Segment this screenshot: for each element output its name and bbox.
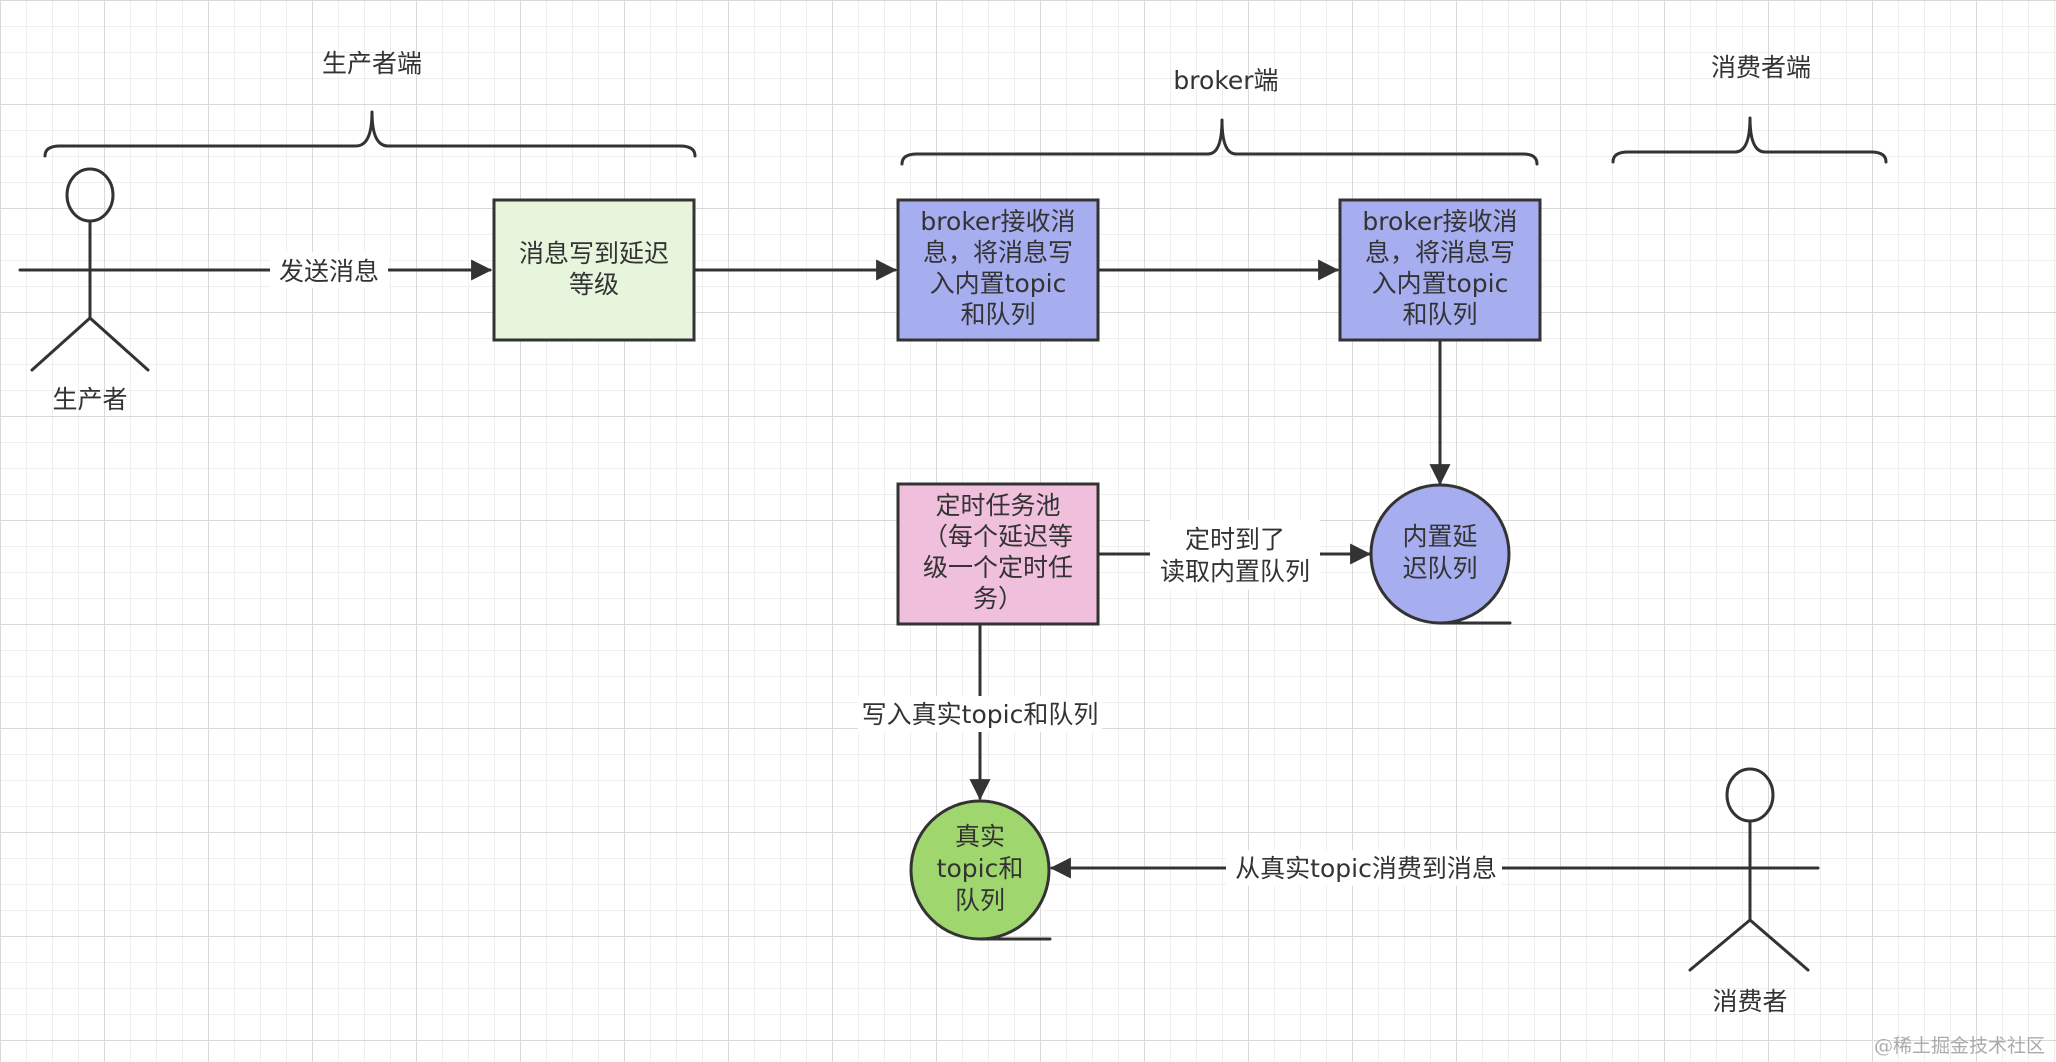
text-line: （每个延迟等: [923, 522, 1073, 551]
node-delay-level-text: 消息写到延迟等级: [519, 239, 669, 299]
text-line: broker接收消: [920, 207, 1075, 236]
edge-label-bg: [270, 252, 388, 288]
consumer-actor-label: 消费者: [1712, 987, 1787, 1016]
text-line: 息，将消息写: [923, 238, 1073, 267]
edge-label-timer-due: 定时到了读取内置队列: [1160, 525, 1310, 586]
node-timer-pool-text: 定时任务池（每个延迟等级一个定时任务）: [923, 491, 1073, 613]
edge-label-bg: [1226, 850, 1502, 886]
text-line: 定时到了: [1185, 525, 1285, 554]
brace-broker: [900, 118, 1539, 166]
text-line: topic和: [937, 854, 1024, 883]
text-line: 消息写到延迟: [519, 239, 669, 268]
edge-label-bg: [858, 696, 1102, 732]
text-line: 内置延: [1402, 522, 1477, 551]
node-real-topic-queue: [909, 799, 1052, 941]
text-line: 读取内置队列: [1160, 557, 1310, 586]
section-label-producer: 生产者端: [322, 49, 422, 78]
producer-actor-icon: [18, 167, 162, 372]
text-line: 务）: [973, 584, 1023, 613]
edge-label-bg: [1150, 520, 1320, 590]
text-line: 息，将消息写: [1365, 238, 1515, 267]
text-line: 和队列: [960, 300, 1035, 329]
text-line: 真实: [955, 822, 1005, 851]
node-delay-level: [492, 198, 696, 342]
node-builtin-delay-queue: [1369, 483, 1512, 625]
text-line: 等级: [569, 270, 619, 299]
producer-actor-label: 生产者: [52, 385, 127, 414]
text-line: 迟队列: [1402, 554, 1477, 583]
edge-label-write-real: 写入真实topic和队列: [862, 700, 1099, 729]
text-line: broker接收消: [1362, 207, 1517, 236]
edge-label-consume: 从真实topic消费到消息: [1235, 854, 1497, 883]
brace-consumer: [1611, 116, 1888, 164]
text-line: 和队列: [1402, 300, 1477, 329]
text-line: 级一个定时任: [923, 553, 1073, 582]
node-real-topic-queue-text: 真实 topic和队列: [937, 822, 1024, 915]
edge-label-send-message: 发送消息: [279, 257, 379, 286]
brace-producer: [43, 110, 697, 158]
section-label-broker: broker端: [1173, 66, 1278, 95]
node-builtin-delay-queue-text: 内置延迟队列: [1402, 522, 1477, 583]
text-line: 定时任务池: [935, 491, 1060, 520]
watermark: @稀土掘金技术社区: [1874, 1035, 2045, 1057]
text-line: 入内置topic: [930, 269, 1067, 298]
section-label-consumer: 消费者端: [1711, 53, 1811, 82]
text-line: 队列: [955, 886, 1005, 915]
node-timer-pool: [896, 482, 1100, 626]
text-line: 入内置topic: [1372, 269, 1509, 298]
consumer-actor-icon: [1678, 767, 1820, 972]
